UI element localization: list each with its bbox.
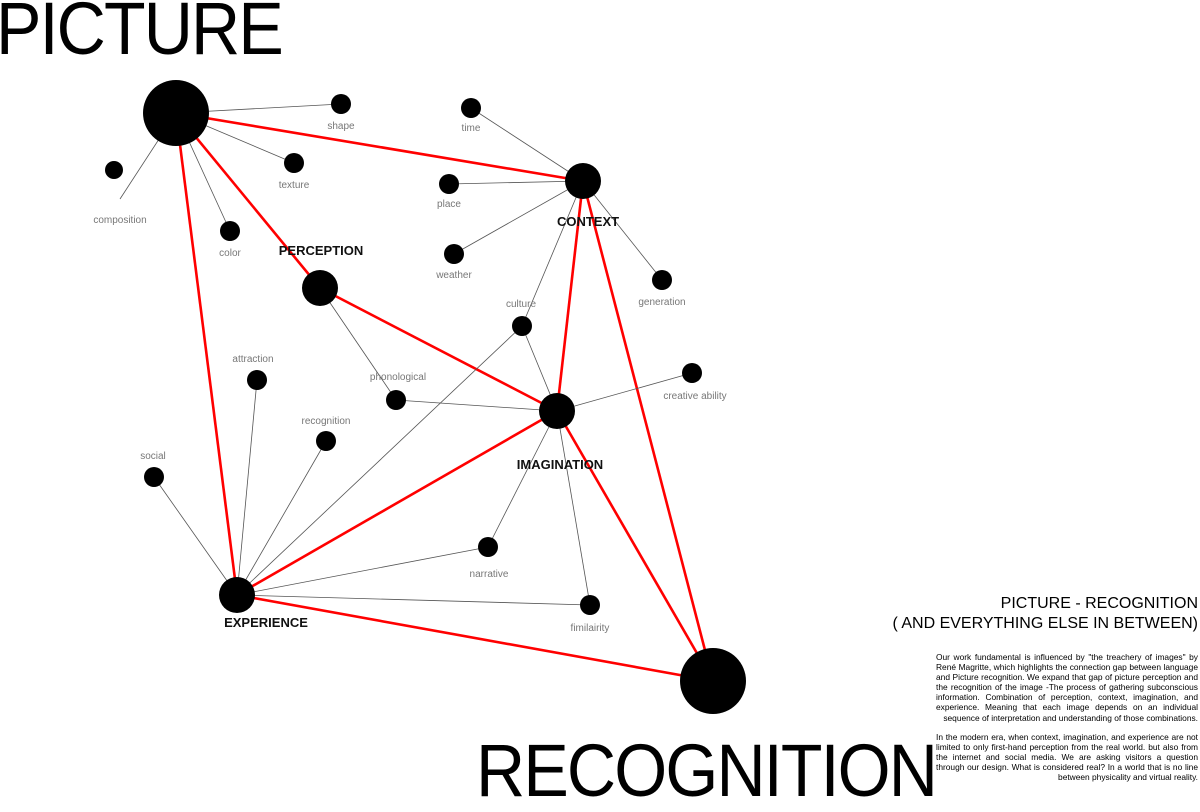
label-recognition: recognition <box>302 416 351 427</box>
node-context <box>565 163 601 199</box>
label-experience: EXPERIENCE <box>224 615 308 630</box>
label-context: CONTEXT <box>557 214 619 229</box>
node-recognition <box>316 431 336 451</box>
label-composition: composition <box>93 215 146 226</box>
edge-generation-context <box>582 180 663 281</box>
node-phonological <box>386 390 406 410</box>
nodes <box>105 80 746 714</box>
side-heading: PICTURE - RECOGNITION ( AND EVERYTHING E… <box>892 594 1198 634</box>
labels: shape texture composition color PERCEPTION ti… <box>93 121 726 634</box>
label-attraction: attraction <box>232 354 273 365</box>
node-texture <box>284 153 304 173</box>
label-imagination: IMAGINATION <box>517 457 603 472</box>
node-shape <box>331 94 351 114</box>
label-social: social <box>140 451 166 462</box>
label-shape: shape <box>327 121 355 132</box>
node-familiarity <box>580 595 600 615</box>
node-experience <box>219 577 255 613</box>
node-weather <box>444 244 464 264</box>
edge-picture-perception <box>174 112 322 289</box>
label-weather: weather <box>435 270 472 281</box>
edge-recognition-experience <box>236 440 327 596</box>
edge-familiarity-experience <box>236 594 591 606</box>
edge-picture-context <box>175 111 584 183</box>
node-imagination <box>539 393 575 429</box>
node-recognition_hub <box>680 648 746 714</box>
edge-attraction-experience <box>236 379 258 596</box>
title-recognition: RECOGNITION <box>476 729 938 812</box>
edge-imagination-experience <box>236 409 558 597</box>
node-narrative <box>478 537 498 557</box>
edge-context-culture <box>521 180 584 327</box>
label-familiarity: fimilairity <box>571 623 610 634</box>
label-culture: culture <box>506 299 536 310</box>
label-phonological: phonological <box>370 372 426 383</box>
node-generation <box>652 270 672 290</box>
node-place <box>439 174 459 194</box>
edge-perception-imagination <box>319 286 558 413</box>
edge-picture-experience <box>174 112 239 596</box>
node-creative <box>682 363 702 383</box>
edge-imagination-recognition_hub <box>555 410 715 682</box>
edge-familiarity-imagination <box>556 410 591 606</box>
label-time: time <box>462 123 481 134</box>
side-heading-line1: PICTURE - RECOGNITION <box>1000 595 1198 612</box>
label-color: color <box>219 248 241 259</box>
node-color <box>220 221 240 241</box>
label-narrative: narrative <box>470 569 509 580</box>
label-creative: creative ability <box>663 391 726 402</box>
side-description: Our work fundamental is influenced by "t… <box>936 652 1198 791</box>
node-composition <box>105 161 123 179</box>
edge-context-imagination <box>555 180 585 412</box>
label-generation: generation <box>638 297 685 308</box>
node-time <box>461 98 481 118</box>
label-texture: texture <box>279 180 310 191</box>
side-heading-line2: ( AND EVERYTHING ELSE IN BETWEEN) <box>892 615 1198 632</box>
node-culture <box>512 316 532 336</box>
edge-social-experience <box>153 476 238 596</box>
node-perception <box>302 270 338 306</box>
edge-phonological-imagination <box>395 399 558 412</box>
edge-experience-recognition_hub <box>236 593 714 683</box>
edge-perception-phonological <box>319 287 397 401</box>
edge-narrative-imagination <box>487 410 558 548</box>
node-social <box>144 467 164 487</box>
label-place: place <box>437 199 461 210</box>
edge-weather-context <box>453 180 584 255</box>
description-paragraph-1: Our work fundamental is influenced by "t… <box>936 652 1198 723</box>
node-attraction <box>247 370 267 390</box>
label-perception: PERCEPTION <box>279 243 364 258</box>
edge-narrative-experience <box>236 546 489 596</box>
description-paragraph-2: In the modern era, when context, imagina… <box>936 731 1198 783</box>
edge-time-context <box>470 107 584 182</box>
title-picture: PICTURE <box>0 0 284 70</box>
edges <box>119 103 715 683</box>
edge-creative-imagination <box>556 372 693 412</box>
node-picture <box>143 80 209 146</box>
edge-context-recognition_hub <box>581 180 715 682</box>
edge-culture-experience <box>236 325 523 596</box>
edge-place-context <box>448 180 584 185</box>
